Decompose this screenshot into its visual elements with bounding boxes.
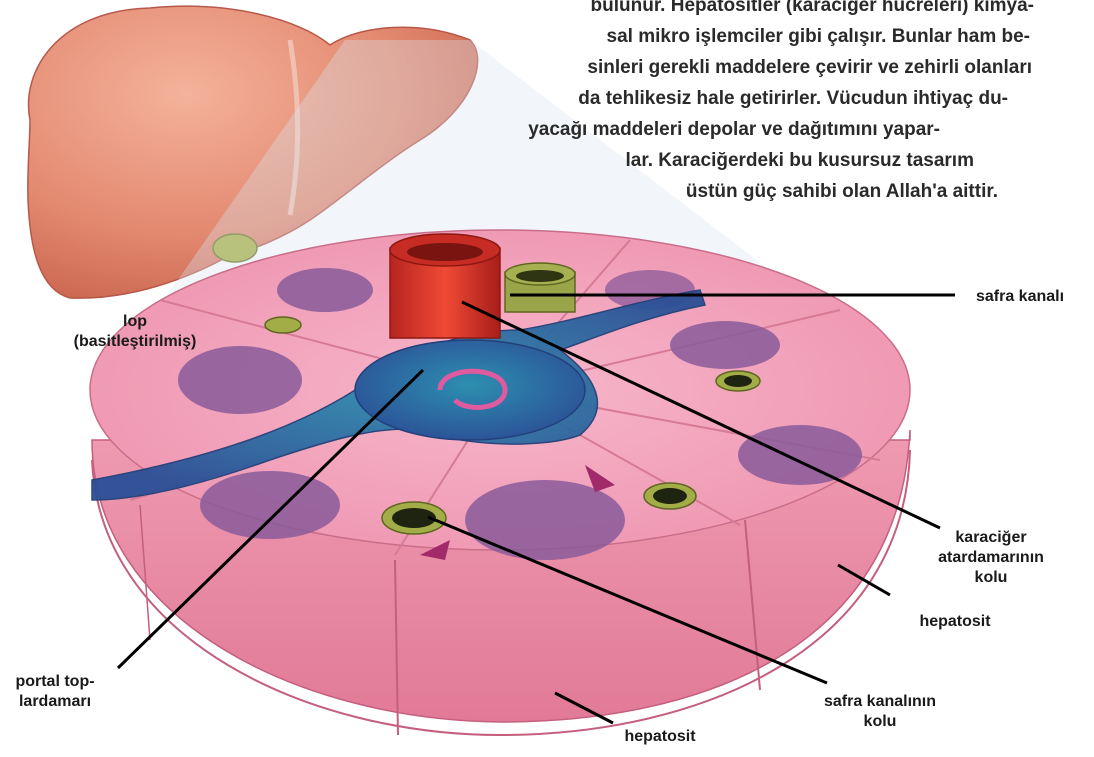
caption-line: bulunur. Hepatositler (karaciğer hücrele…	[440, 0, 1060, 21]
lobule-drawing	[90, 230, 910, 735]
label-safra-kanalinin-kolu: safra kanalının kolu	[810, 692, 950, 732]
label-karaciger-atardamari: karaciğer atardamarının kolu	[926, 528, 1056, 588]
caption-line: sal mikro işlemciler gibi çalışır. Bunla…	[440, 21, 1060, 52]
central-vein	[355, 340, 585, 440]
nucleus	[200, 471, 340, 539]
label-lop: lop (basitleştirilmiş)	[60, 312, 210, 352]
caption-paragraph: bulunur. Hepatositler (karaciğer hücrele…	[440, 0, 1060, 207]
nucleus	[670, 321, 780, 369]
caption-line: üstün güç sahibi olan Allah'a aittir.	[440, 176, 1060, 207]
nucleus	[465, 480, 625, 560]
nucleus	[178, 346, 302, 414]
label-safra-kanali: safra kanalı	[960, 287, 1080, 307]
caption-line: sinleri gerekli maddelere çevirir ve zeh…	[440, 52, 1060, 83]
caption-line: yacağı maddeleri depolar ve dağıtımını y…	[440, 114, 1060, 145]
caption-line: da tehlikesiz hale getirirler. Vücudun i…	[440, 83, 1060, 114]
nucleus	[738, 425, 862, 485]
label-hepatosit-right: hepatosit	[900, 612, 1010, 632]
nucleus	[277, 268, 373, 312]
label-portal-toplardamari: portal top- lardamarı	[0, 672, 110, 712]
label-hepatosit-bottom: hepatosit	[605, 727, 715, 747]
caption-line: lar. Karaciğerdeki bu kusursuz tasarım	[440, 145, 1060, 176]
bile-ductule	[265, 317, 301, 333]
